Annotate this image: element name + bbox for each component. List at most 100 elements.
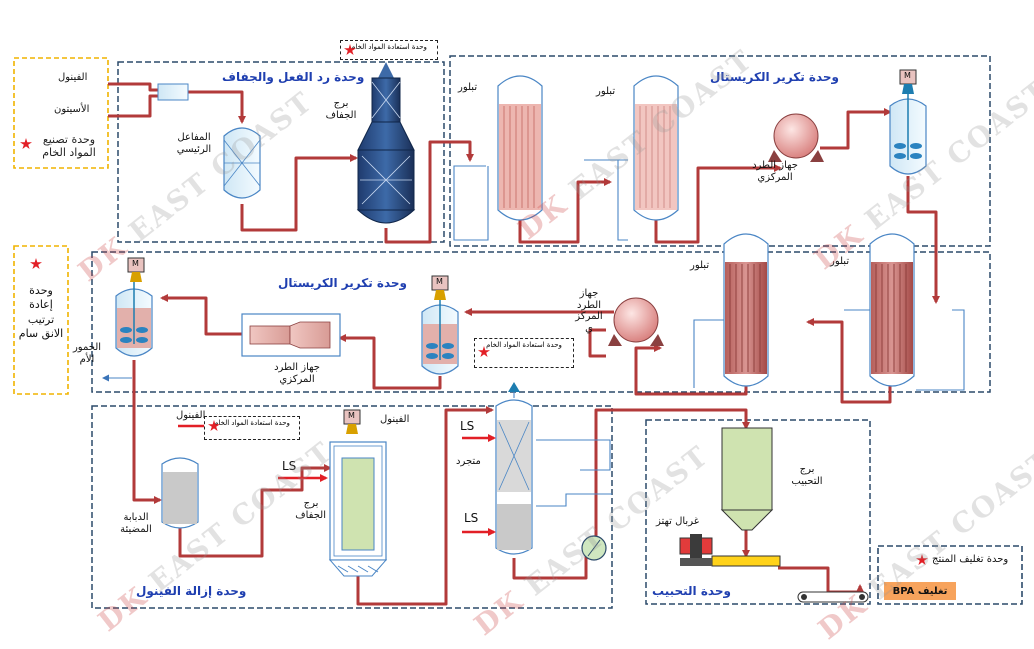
label-dry-tower: برج الجفاف (325, 98, 357, 121)
motor-label-top: M (904, 71, 911, 80)
label-raw-material-unit: وحدة تصنيع المواد الخام (42, 133, 96, 159)
pipe-tower-to-cryst1 (384, 140, 474, 244)
crystal-unit-mid-box (91, 251, 991, 393)
pipe-acetone-in (108, 94, 158, 118)
stripper-return-line (536, 439, 611, 471)
pipe-centr-to-mixer (820, 108, 892, 150)
label-thin-film-tank: الدبابة المضيئة (120, 512, 152, 535)
title-phenol-removal: وحدة إزالة الفينول (136, 584, 247, 598)
star-icon (478, 346, 490, 357)
label-crystallizer-4: تبلور (830, 256, 850, 267)
label-packaging-unit: وحدة تغليف المنتج (932, 554, 1009, 565)
recovery-box-1: وحدة استعادة المواد الخام (340, 40, 438, 60)
prilling-unit-box (645, 419, 871, 605)
label-mother-liquor: الخمور الأم (72, 342, 102, 365)
agitated-mixer-top (889, 69, 927, 175)
agitated-mixer-mid (421, 275, 459, 375)
motor-label-mid: M (436, 277, 443, 286)
stripper-side (540, 493, 612, 507)
dry-tower-2 (328, 409, 388, 577)
horizontal-centrifuge (241, 313, 341, 357)
label-centrifuge-top: جهاز الطرد المركزي (752, 160, 798, 183)
pipe-centr2-loop (588, 328, 606, 358)
thin-film-tank (161, 457, 199, 529)
label-vibrating-screen: غربال تهتز (656, 516, 699, 527)
centrifuge-mid (608, 297, 664, 346)
pipe-conveyor-to-pkg (778, 566, 864, 594)
raw-material-box (13, 57, 109, 169)
pipe-stripper-to-pump (512, 550, 588, 580)
phenol-removal-box (91, 405, 613, 609)
recovery-label-3: وحدة استعادة المواد الخام (214, 419, 290, 427)
label-centrifuge-mid: جهاز الطرد المركز ي (575, 288, 603, 334)
label-phenol-b: الفينول (380, 414, 410, 425)
crystallizer-4 (869, 233, 915, 387)
title-prilling: وحدة التحبيب (652, 584, 731, 598)
label-centrifuge-left: جهاز الطرد المركزي (274, 362, 320, 385)
recycle-loop-1 (453, 165, 489, 241)
prill-tower (720, 427, 774, 531)
crystallizer-2 (633, 75, 679, 221)
static-mixer (157, 83, 189, 101)
star-icon (344, 44, 356, 55)
motor-label-dry: M (348, 411, 355, 420)
star-icon (20, 138, 32, 149)
pipe-reactor-to-tower (240, 154, 358, 232)
vibrating-screen (679, 534, 781, 567)
label-prill-tower: برج التحبيب (791, 464, 823, 487)
title-crystal-top: وحدة تكرير الكريستال (710, 70, 839, 84)
recovery-box-2: وحدة استعادة المواد الخام (474, 338, 574, 368)
centrifuge-top (768, 113, 824, 162)
label-main-reactor: المفاعل الرئيسي (176, 132, 212, 155)
label-phenol-input: الفينول (58, 72, 88, 83)
label-crystallizer-2: تبلور (596, 86, 616, 97)
pipe-dry-to-stripper (356, 406, 494, 606)
pipe-mixer-to-cryst4 (906, 176, 940, 304)
packaging-unit-box (877, 545, 1023, 605)
recycle-loop-3 (693, 319, 722, 388)
pipe-to-reactor (188, 90, 246, 124)
star-icon (208, 420, 220, 431)
pipe-centr3-to-mixer3 (160, 294, 246, 336)
recovery-box-3: وحدة استعادة المواد الخام (204, 416, 300, 440)
crystallizer-3 (723, 233, 769, 387)
stripper-tower (495, 382, 533, 555)
star-icon (916, 554, 928, 565)
recovery-label-1: وحدة استعادة المواد الخام (351, 43, 427, 51)
pipe-cryst2-to-centr (654, 164, 782, 244)
title-crystal-mid: وحدة تكرير الكريستال (278, 276, 407, 290)
label-acetone-input: الأسيتون (54, 104, 90, 115)
pipe-phenol-in (108, 82, 158, 92)
pipe-cryst1-to-cryst2 (518, 178, 612, 244)
title-reaction-unit: وحدة رد الفعل والجفاف (222, 70, 365, 84)
recycle-loop-2 (617, 160, 628, 241)
recycle-loop-4 (916, 309, 965, 391)
main-reactor (223, 127, 261, 199)
agitated-mixer-left (115, 257, 153, 357)
pipe-film-to-drytower (178, 464, 332, 558)
label-phenol-a: الفينول (176, 410, 206, 421)
pipe-cryst3-to-centr2 (634, 344, 748, 396)
crystal-unit-top-box (449, 55, 991, 247)
crystallizer-1 (497, 75, 543, 221)
label-ls-3: LS (464, 511, 479, 525)
pipe-pump-to-prill (594, 408, 750, 540)
label-ls-1: LS (282, 459, 297, 473)
label-crystallizer-1: تبلور (458, 82, 478, 93)
pipe-mixer3-to-filmtank (132, 360, 162, 504)
label-stripper: متجرد (456, 456, 481, 467)
label-dry-tower-2: برج الجفاف (295, 498, 326, 521)
recovery-label-2: وحدة استعادة المواد الخام (486, 341, 562, 349)
label-rearrangement-unit: وحدة إعادة ترتيب الانق سام (18, 284, 64, 340)
label-crystallizer-3: تبلور (690, 260, 710, 271)
pump (581, 535, 607, 561)
star-icon (30, 258, 42, 269)
motor-label-left: M (132, 259, 139, 268)
pipe-cryst4-to-cryst3 (806, 318, 892, 404)
reaction-unit-box (117, 61, 445, 243)
dry-tower (356, 62, 416, 224)
label-ls-2: LS (460, 419, 475, 433)
pipe-mixer2-to-centr3 (338, 334, 442, 390)
bpa-packaging-button: تغليف BPA (884, 582, 956, 600)
